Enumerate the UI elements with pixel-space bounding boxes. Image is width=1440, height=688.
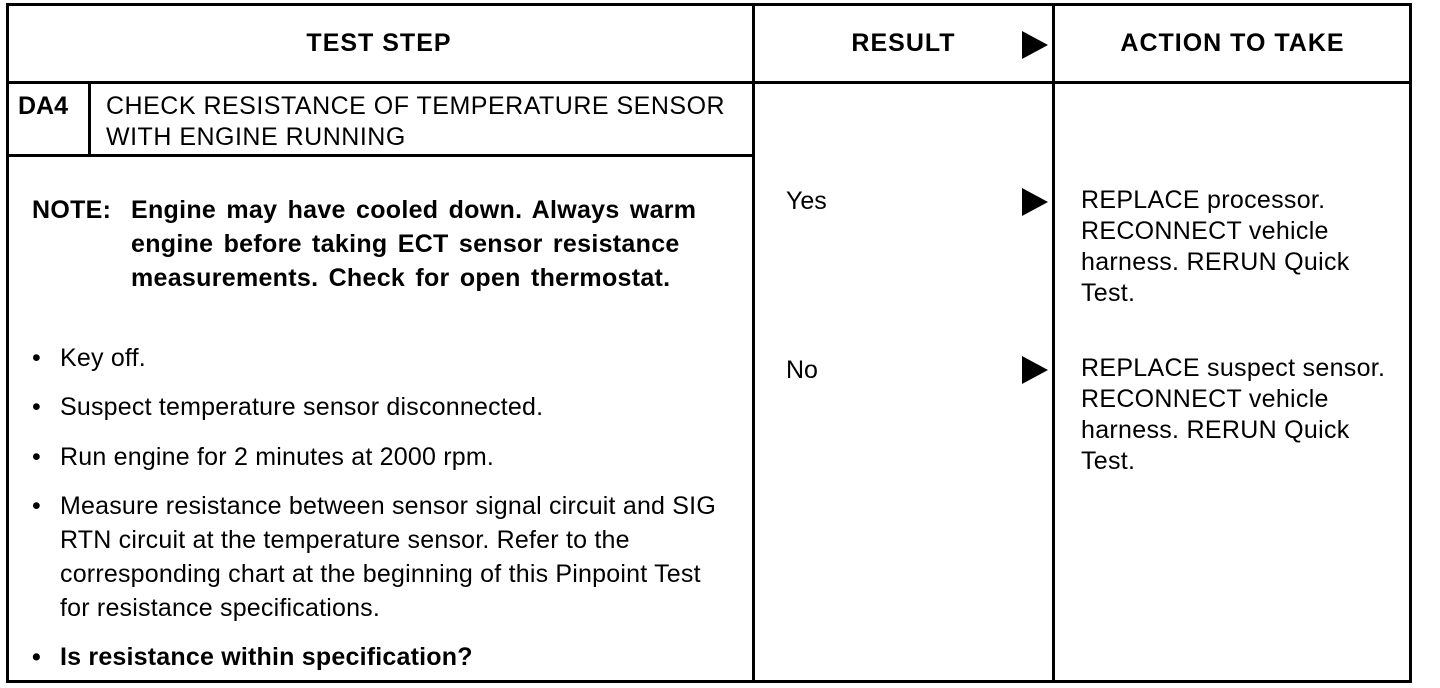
column-divider-test-result [752,3,755,683]
bullet-item: • Measure resistance between sensor sign… [32,489,732,625]
header-test-step: TEST STEP [306,28,452,57]
result-no-arrow-icon [1022,356,1048,384]
result-no-label: No [786,356,818,384]
bullet-dot: • [32,344,41,372]
bullet-item-question: • Is resistance within specification? [32,640,732,674]
bullet-dot: • [32,393,41,421]
action-no-text: REPLACE suspect sensor. RECONNECT vehicl… [1081,354,1386,475]
bullet-item: • Run engine for 2 minutes at 2000 rpm. [32,440,732,474]
note-text: Engine may have cooled down. Always warm… [131,196,697,292]
result-yes-arrow-icon [1022,188,1048,216]
bullet-text: Run engine for 2 minutes at 2000 rpm. [60,443,495,471]
bullet-text: Suspect temperature sensor disconnected. [60,393,544,421]
table-frame [6,3,1412,683]
column-divider-result-action [1052,3,1055,683]
header-arrow-icon [1022,31,1048,59]
bullet-dot: • [32,443,41,471]
bullet-text: Key off. [60,344,146,372]
note-label: NOTE: [32,196,112,224]
bullet-item: • Key off. [32,341,732,375]
result-yes-label: Yes [786,187,827,215]
step-id-divider [88,83,91,156]
step-title-rule [6,154,755,157]
header-rule [6,81,1412,84]
bullet-text: Is resistance within specification? [60,643,473,671]
note-block: NOTE: Engine may have cooled down. Alway… [32,193,732,295]
step-id: DA4 [18,92,69,120]
bullet-dot: • [32,643,41,671]
bullet-text: Measure resistance between sensor signal… [60,492,716,622]
header-result: RESULT [851,28,956,57]
header-action: ACTION TO TAKE [1120,28,1345,57]
bullet-item: • Suspect temperature sensor disconnecte… [32,390,732,424]
step-title: CHECK RESISTANCE OF TEMPERATURE SENSOR W… [106,92,726,151]
bullet-dot: • [32,492,41,520]
action-yes-text: REPLACE processor. RECONNECT vehicle har… [1081,186,1350,307]
